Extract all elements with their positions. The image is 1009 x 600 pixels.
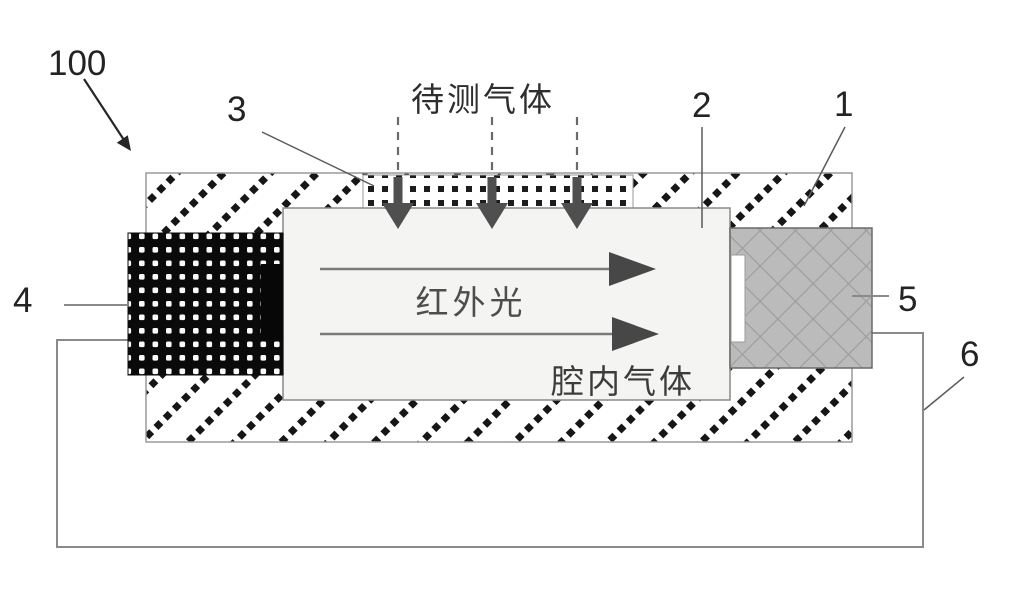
- ir-beam-arrow: [320, 252, 656, 286]
- detector-window: [730, 254, 746, 343]
- ref-label-1: 1: [834, 85, 853, 124]
- ir-source: [127, 232, 284, 376]
- leader-line-6: [923, 376, 965, 411]
- ref-label-3: 3: [227, 90, 246, 129]
- cavity-gas-label: 腔内气体: [551, 363, 695, 400]
- ref-label-6: 6: [960, 335, 979, 374]
- ir-detector: [729, 227, 873, 369]
- ir-beam-arrow: [320, 317, 659, 351]
- ref-label-4: 4: [13, 281, 32, 320]
- ref-label-2: 2: [692, 86, 711, 125]
- gas-permeable-window: [362, 174, 634, 209]
- ref-label-100: 100: [48, 44, 106, 83]
- ir-source-emitter-bar: [261, 264, 282, 340]
- inner-cavity: [282, 207, 731, 401]
- ref-label-5: 5: [898, 280, 917, 319]
- gas-inflow-arrow: [476, 177, 508, 229]
- leader-line-3: [261, 131, 375, 187]
- ref-100-arrow: [83, 78, 131, 151]
- circuit-wire: [56, 332, 924, 548]
- gas-inflow-arrow: [561, 177, 593, 229]
- gas-inflow-arrow: [382, 177, 414, 229]
- infrared-light-label: 红外光: [416, 284, 527, 321]
- leader-line-1: [803, 126, 846, 207]
- gas-to-measure-label: 待测气体: [411, 81, 555, 118]
